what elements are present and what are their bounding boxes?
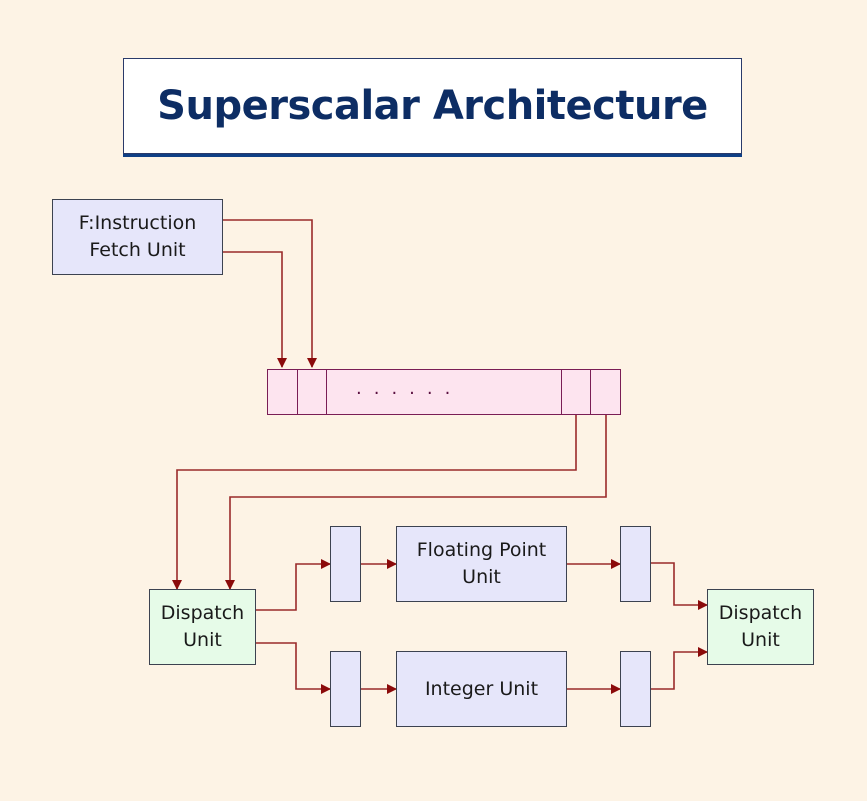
fetch-unit-box: F:Instruction Fetch Unit — [52, 199, 223, 275]
edge-dispatch-to-int-reg — [256, 642, 331, 694]
fp-output-register — [620, 526, 651, 602]
edge-fetch-to-buffer-2 — [222, 251, 287, 368]
fpu-label-line2: Unit — [462, 566, 501, 588]
edge-fp-out-to-dispatch — [651, 562, 708, 610]
integer-unit-label: Integer Unit — [424, 677, 539, 700]
dispatch-right-label-line1: Dispatch — [718, 602, 803, 624]
buffer-slot-1 — [268, 370, 298, 414]
edge-buffer-to-dispatch-1 — [172, 415, 577, 590]
edge-buffer-to-dispatch-2 — [225, 415, 607, 590]
instruction-buffer: ...... — [267, 369, 621, 415]
fetch-unit-label-line2: Fetch Unit — [89, 239, 186, 261]
edge-fetch-to-buffer-1 — [222, 219, 317, 368]
int-output-register — [620, 651, 651, 727]
buffer-slot-n-1 — [561, 370, 562, 414]
fpu-label-line1: Floating Point — [416, 539, 547, 561]
title-box: Superscalar Architecture — [123, 58, 742, 154]
integer-unit-box: Integer Unit — [396, 651, 567, 727]
buffer-slot-2 — [297, 370, 327, 414]
dispatch-unit-left: Dispatch Unit — [149, 589, 256, 665]
fetch-unit-label-line1: F:Instruction — [78, 212, 197, 234]
edge-int-out-to-dispatch — [651, 647, 708, 690]
dispatch-unit-right: Dispatch Unit — [707, 589, 814, 665]
dispatch-left-label-line1: Dispatch — [160, 602, 245, 624]
dispatch-left-label-line2: Unit — [183, 629, 222, 651]
buffer-ellipsis: ...... — [356, 378, 463, 399]
fp-input-register — [330, 526, 361, 602]
page-title: Superscalar Architecture — [157, 83, 708, 129]
buffer-slot-n — [590, 370, 591, 414]
edge-dispatch-to-fp-reg — [256, 559, 331, 611]
int-input-register — [330, 651, 361, 727]
floating-point-unit-box: Floating Point Unit — [396, 526, 567, 602]
dispatch-right-label-line2: Unit — [741, 629, 780, 651]
